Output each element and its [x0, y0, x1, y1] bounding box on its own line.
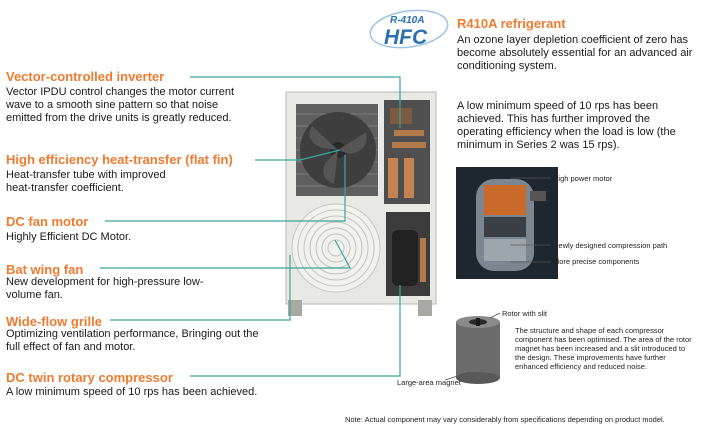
logo-bottom-text: HFC: [384, 26, 428, 49]
refrigerant-title: R410A refrigerant: [457, 16, 566, 31]
label-high-power-motor: High power motor: [553, 174, 613, 183]
footnote: Note: Actual component may vary consider…: [345, 415, 665, 424]
compressor-cutaway-image: [456, 167, 558, 279]
label-large-area-magnet: Large-area magnet: [397, 378, 461, 387]
feature-body-inverter: Vector IPDU control changes the motor cu…: [6, 86, 235, 124]
logo-top-text: R-410A: [390, 15, 424, 26]
r410a-hfc-logo: R-410A HFC: [368, 8, 450, 50]
feature-body-wide-flow-grille: Optimizing ventilation performance, Brin…: [6, 328, 259, 353]
feature-body-heat-transfer: Heat-transfer tube with improved heat-tr…: [6, 169, 166, 194]
feature-title-wide-flow-grille: Wide-flow grille: [6, 314, 102, 329]
feature-body-dc-fan-motor: Highly Efficient DC Motor.: [6, 231, 132, 243]
feature-title-dc-fan-motor: DC fan motor: [6, 214, 89, 229]
feature-body-compressor: A low minimum speed of 10 rps has been a…: [6, 386, 258, 398]
label-precise-components: More precise components: [553, 257, 640, 266]
rotor-description: The structure and shape of each compress…: [515, 326, 692, 371]
feature-body-bat-wing-fan: New development for high-pressure low-vo…: [6, 276, 204, 301]
label-compression-path: Newly designed compression path: [553, 241, 668, 250]
min-speed-note: A low minimum speed of 10 rps has been a…: [457, 100, 676, 151]
outdoor-unit-illustration: [282, 88, 454, 320]
rotor-image: [452, 312, 504, 386]
label-rotor-with-slit: Rotor with slit: [502, 309, 548, 318]
feature-title-inverter: Vector-controlled inverter: [6, 69, 165, 84]
feature-title-heat-transfer: High efficiency heat-transfer (flat fin): [6, 152, 233, 167]
feature-title-bat-wing-fan: Bat wing fan: [6, 262, 84, 277]
feature-title-compressor: DC twin rotary compressor: [6, 370, 173, 385]
refrigerant-body: An ozone layer depletion coefficient of …: [457, 34, 693, 72]
